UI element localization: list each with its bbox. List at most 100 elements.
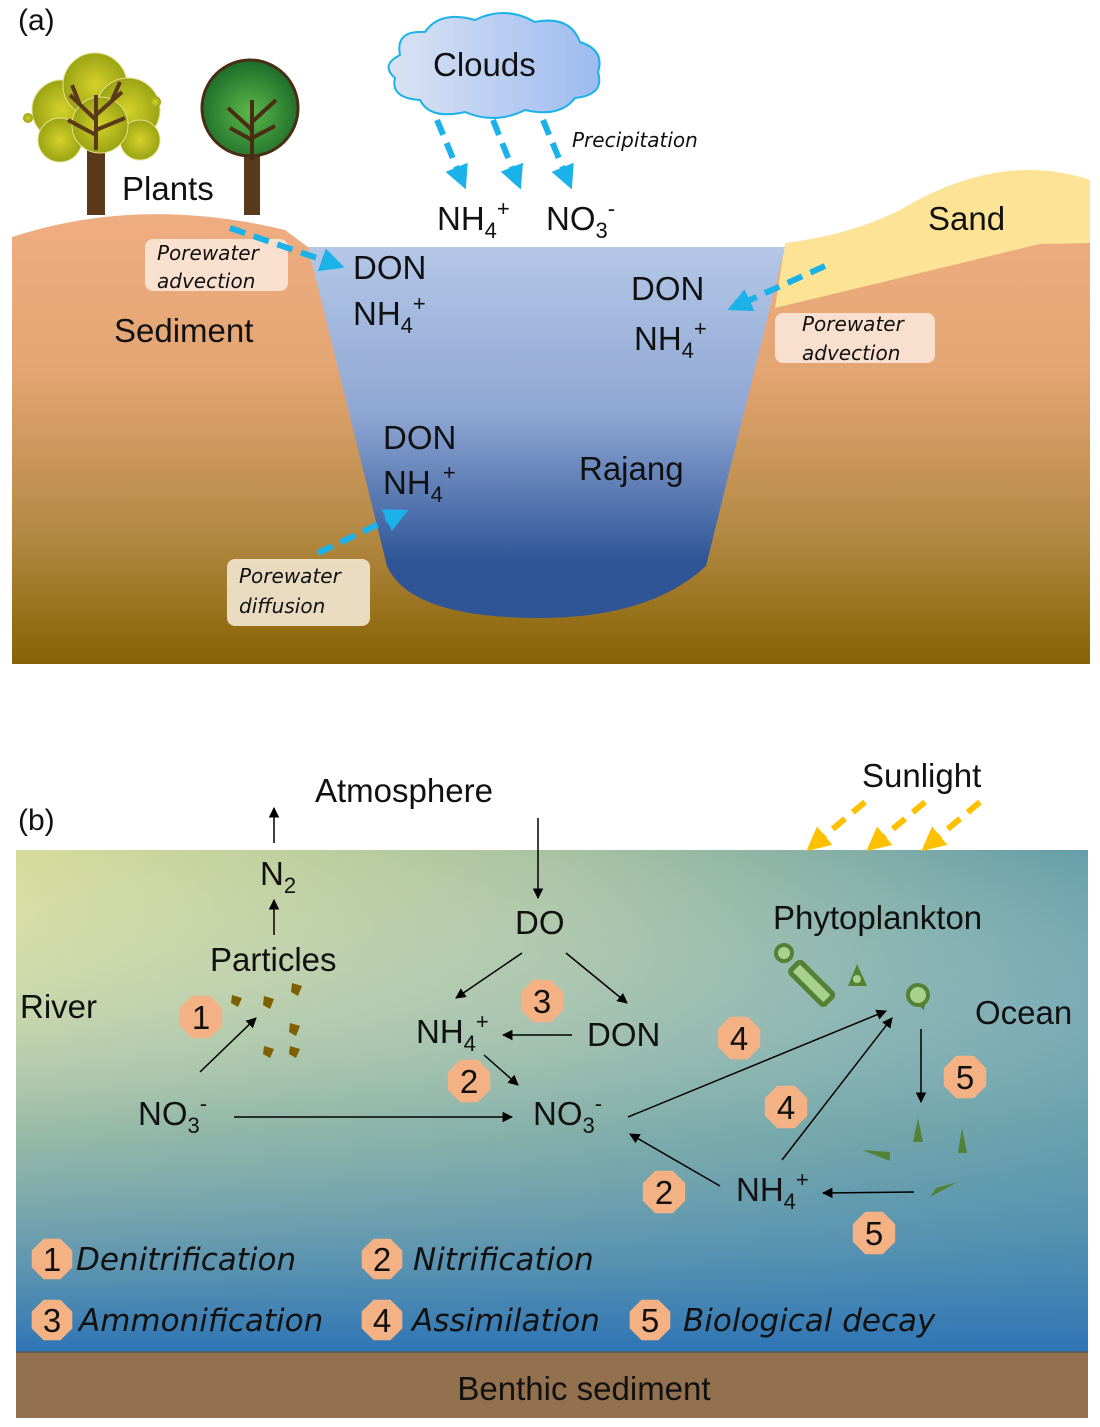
- arrow-do-to-nh4: [455, 952, 523, 999]
- legend-label-assimilation: Assimilation: [410, 1303, 600, 1339]
- badge-octagon: [642, 1170, 686, 1214]
- badge-octagon: [520, 979, 564, 1023]
- badge-octagon: [943, 1055, 987, 1099]
- nh4-label-left: NH4+: [353, 291, 426, 338]
- badge-number: 5: [865, 1215, 883, 1252]
- precipitation-label: Precipitation: [572, 128, 698, 152]
- river-label: River: [20, 988, 97, 1025]
- ocean-label: Ocean: [975, 994, 1072, 1031]
- river-channel: [308, 247, 785, 618]
- porewater-advection-box-right: [775, 313, 935, 363]
- badge-octagon: [764, 1085, 808, 1129]
- don-label-right: DON: [631, 270, 704, 307]
- badge-octagon: [361, 1299, 403, 1341]
- benthic-sediment: [16, 1352, 1088, 1418]
- panel-b: (b) Benthic sediment Atmosphere Sunlight…: [16, 757, 1088, 1418]
- sand-terrain: [775, 170, 1090, 308]
- legend-label-biological-decay: Biological decay: [683, 1303, 936, 1339]
- process-badge-5: 5: [943, 1055, 987, 1099]
- process-badge-2: 2: [447, 1059, 491, 1103]
- badge-number: 2: [460, 1063, 478, 1100]
- tree-icon: [23, 52, 161, 215]
- badge-number: 5: [641, 1302, 659, 1339]
- nh4-label-right: NH4+: [634, 316, 707, 363]
- legend-label-denitrification: Denitrification: [76, 1242, 296, 1278]
- deposition-no3: NO3-: [546, 196, 615, 243]
- legend-badge-4: 4: [361, 1299, 403, 1341]
- nh4-label-upper: NH4+: [416, 1009, 489, 1056]
- porewater-advection-left-line1: Porewater: [157, 241, 261, 265]
- panel-b-label: (b): [18, 804, 55, 837]
- legend-badge-1: 1: [31, 1238, 73, 1280]
- don-label-left: DON: [353, 249, 426, 286]
- arrow-no3-to-phytoplankton: [627, 1009, 887, 1118]
- cloud-icon: [387, 11, 601, 120]
- porewater-diffusion-box: [227, 559, 370, 626]
- badge-number: 2: [655, 1174, 673, 1211]
- legend-label-nitrification: Nitrification: [413, 1242, 594, 1278]
- advection-arrow-right: [727, 263, 827, 312]
- arrow-no3-to-particles: [199, 1017, 257, 1073]
- sunlight-label: Sunlight: [862, 757, 981, 794]
- process-badges: 1 2 3 44 5 2 5: [179, 979, 987, 1255]
- detritus-icons: [862, 1118, 967, 1197]
- river-name-label: Rajang: [579, 450, 684, 487]
- sand-label: Sand: [928, 200, 1005, 237]
- no3-label-center: NO3-: [533, 1091, 602, 1138]
- diffusion-arrow: [316, 509, 409, 556]
- do-label: DO: [515, 904, 565, 941]
- sediment-label: Sediment: [114, 312, 253, 349]
- porewater-diffusion-line2: diffusion: [239, 594, 325, 618]
- porewater-advection-left-line2: advection: [157, 269, 255, 293]
- porewater-advection-box-left: [145, 239, 288, 291]
- process-badge-1: 1: [179, 995, 223, 1039]
- don-label: DON: [587, 1016, 660, 1053]
- badge-number: 4: [373, 1302, 391, 1339]
- process-badge-2: 2: [642, 1170, 686, 1214]
- porewater-diffusion-line1: Porewater: [239, 564, 343, 588]
- badge-octagon: [717, 1016, 761, 1060]
- badge-octagon: [361, 1238, 403, 1280]
- badge-number: 1: [192, 999, 210, 1036]
- badge-octagon: [852, 1211, 896, 1255]
- badge-number: 4: [777, 1089, 795, 1126]
- badge-octagon: [179, 995, 223, 1039]
- process-badge-4: 4: [717, 1016, 761, 1060]
- deposition-nh4: NH4+: [437, 196, 510, 243]
- process-badge-3: 3: [520, 979, 564, 1023]
- process-badge-4: 4: [764, 1085, 808, 1129]
- process-badge-5: 5: [852, 1211, 896, 1255]
- don-label-bottom: DON: [383, 419, 456, 456]
- nh4-label-bottom: NH4+: [383, 460, 456, 507]
- nh4-label-lower: NH4+: [736, 1167, 809, 1214]
- legend-label-ammonification: Ammonification: [77, 1303, 323, 1339]
- badge-number: 3: [533, 983, 551, 1020]
- panel-a-label: (a): [18, 4, 55, 37]
- badge-octagon: [629, 1299, 671, 1341]
- particles-label: Particles: [210, 941, 337, 978]
- n2-label: N2: [260, 855, 296, 898]
- phytoplankton-label: Phytoplankton: [773, 899, 982, 936]
- advection-arrow-left: [229, 225, 345, 272]
- badge-octagon: [447, 1059, 491, 1103]
- process-legend: 1 Denitrification 2 Nitrification 3 Ammonific…: [31, 1238, 936, 1341]
- benthic-sediment-label: Benthic sediment: [457, 1370, 710, 1407]
- atmosphere-label: Atmosphere: [315, 772, 493, 809]
- badge-number: 1: [43, 1241, 61, 1278]
- badge-number: 3: [43, 1302, 61, 1339]
- badge-octagon: [31, 1299, 73, 1341]
- badge-number: 2: [373, 1241, 391, 1278]
- clouds-label: Clouds: [433, 46, 536, 83]
- legend-badge-3: 3: [31, 1299, 73, 1341]
- panel-a: (a) Clouds: [12, 4, 1090, 664]
- tree-icon: [200, 58, 300, 215]
- particle-icons: [231, 983, 302, 1058]
- plants-label: Plants: [122, 170, 214, 207]
- arrow-nh4-to-no3-lower: [629, 1133, 721, 1187]
- arrow-nh4-to-no3: [483, 1054, 519, 1086]
- arrow-detritus-to-nh4: [821, 1187, 915, 1199]
- badge-number: 4: [730, 1020, 748, 1057]
- badge-number: 5: [956, 1059, 974, 1096]
- precipitation-arrows: [434, 118, 574, 190]
